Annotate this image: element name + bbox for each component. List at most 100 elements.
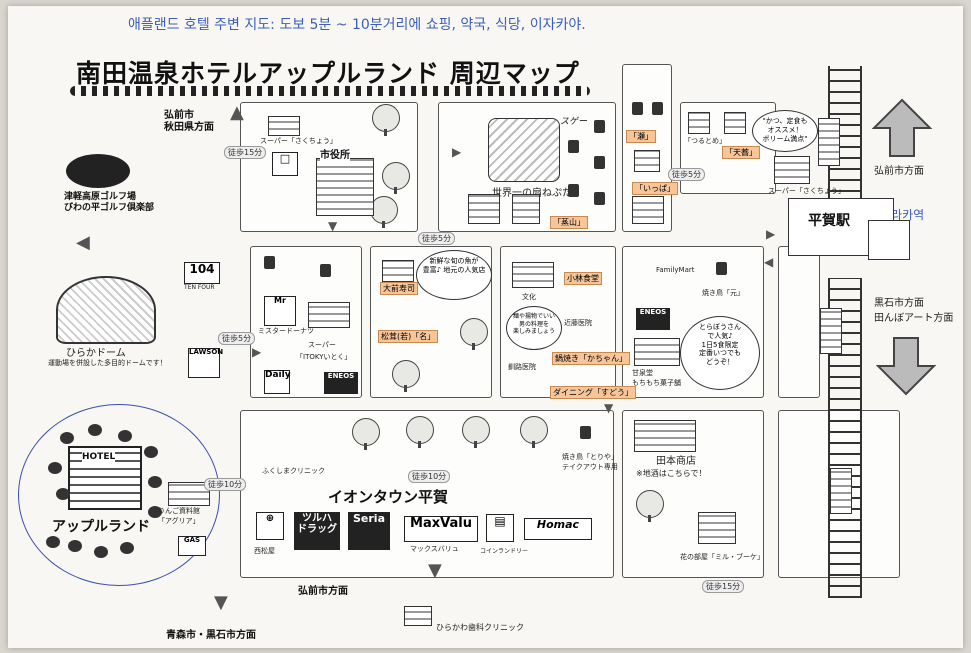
apple-land-circle: [18, 404, 220, 586]
shop-narrow2: [632, 196, 664, 224]
shop-narrow1: [634, 150, 660, 172]
kobayashi-building: [512, 262, 554, 288]
kenkan-label: 釧路医院: [508, 363, 536, 371]
arrow-up-hirosaki: [871, 98, 933, 158]
tenfour-label: TEN FOUR: [184, 284, 215, 291]
kono-label: 松茸(若)「名」: [378, 330, 439, 343]
yakitori-tori-label: 焼き鳥「とりや」 テイクアウト専用: [562, 453, 618, 471]
eneos-logo-1: ENEOS: [324, 372, 358, 394]
mister-donut-label: ミスタードーナツ: [258, 327, 314, 335]
station-side-house: [868, 220, 910, 260]
daily-logo: Daily: [264, 370, 291, 394]
walk-time-3: 徒歩5分: [668, 168, 706, 181]
yakitori-label: 焼き鳥「元」: [702, 289, 744, 297]
itokuya-label: 「ITOKYいとく」: [296, 353, 352, 361]
sushi-bubble: 新鮮な旬の魚が 豊富♪ 地元の人気店: [416, 250, 492, 300]
gas-station-logo: GAS: [178, 536, 206, 556]
nishimatsuya-logo: ⊕: [256, 512, 284, 540]
arrow-down-dining-icon: ▼: [604, 401, 614, 415]
hiraka-dome-label: ひらかドーム: [66, 348, 126, 359]
neputa-label: 世界一の扇ねぷた: [492, 184, 572, 199]
direction-kuroishi: 黒石市方面 田んぼアート方面: [874, 298, 954, 324]
hiraka-dome-icon: [56, 276, 156, 344]
familymart-label: FamilyMart: [656, 266, 695, 274]
map-sheet: 애플랜드 호텔 주변 지도: 도보 5분 ~ 10분거리에 쇼핑, 약국, 식당…: [8, 6, 963, 648]
bunka-label: 文化: [522, 293, 536, 301]
super2-building: [308, 302, 350, 328]
arrow-left-icon: ◀: [76, 232, 90, 253]
tenpura-label: 「天蕎」: [722, 146, 760, 159]
kinbo-label: 近藤医院: [564, 319, 592, 327]
walk-time-6: 徒歩10分: [204, 478, 247, 491]
direction-aomori-kuroishi: 青森市・黒石市方面: [166, 630, 256, 641]
direction-hirosaki-bottom: 弘前市方面: [298, 586, 348, 597]
super-kitacho-building: [268, 116, 300, 136]
nikomi-bubble: 麺や揚物でいい 男の料理を 楽しみましょう: [506, 306, 562, 350]
coin-laundry-label: コインランドリー: [480, 548, 529, 555]
train-car-mid: [820, 308, 842, 354]
kobayashi-label: 小林食堂: [564, 272, 602, 285]
homac-logo: Homac: [524, 518, 592, 540]
arrow-down-kuroishi: [875, 336, 937, 396]
hirakawa-clinic-label: ひらかわ歯科クリニック: [436, 623, 524, 632]
arrow-down-small-icon: ▼: [328, 219, 338, 233]
super-kitacho2-label: スーパー「さくちょう」: [768, 187, 845, 195]
super-kitacho2-building: [774, 156, 810, 184]
sushi-building: [382, 260, 414, 282]
arrow-down-clinic-icon: ▼: [428, 560, 442, 581]
city-hall-label: 市役所: [320, 146, 350, 161]
walk-time-1: 徒歩15分: [224, 146, 267, 159]
tsukumo-label: 鍋焼き「かちゃん」: [552, 352, 630, 365]
seria-logo: Seria: [348, 512, 390, 550]
map-title: 南田温泉ホテルアップルランド 周辺マップ: [76, 59, 580, 88]
title-dots: [70, 86, 590, 96]
apple-land-label: アップルランド: [52, 519, 150, 535]
moto-cafe-bubble: とらぼうさん で人気♪ 1日5食限定 定番いつでも どうぞ！: [680, 316, 760, 390]
arrow-right-station-icon: ▶: [766, 227, 776, 241]
ohtaniya-label: 大前寿司: [380, 282, 418, 295]
shop-building: [512, 194, 540, 224]
walk-time-2: 徒歩5分: [418, 232, 456, 245]
tenpura-building: [724, 112, 746, 134]
arrow-right-icon: ▶: [452, 145, 462, 159]
hirakagawa-label: 「蒸山」: [550, 216, 588, 229]
super2-label: スーパー: [308, 341, 336, 349]
mister-donut-logo: Mr: [264, 296, 296, 326]
tanomoto-sub: ※地酒はこちらで！: [636, 469, 707, 478]
aeon-label: イオンタウン平賀: [328, 488, 449, 506]
station-label: 平賀駅: [808, 213, 850, 229]
train-car-south: [830, 468, 852, 514]
restaurant-bubble: "かつ、定食もオススメ！ボリーム満点": [752, 110, 818, 152]
tsugaru-golf-label: 津軽高原ゴルフ場 びわの平ゴルフ倶楽部: [64, 192, 155, 213]
dining-label: ダイニング「すどう」: [550, 386, 636, 399]
walk-time-8: 徒歩15分: [702, 580, 745, 593]
train-car-north: [818, 118, 840, 166]
flower-shop-label: 花の部屋「ミル・ブーケ」: [680, 553, 764, 561]
arrow-up-icon: ▲: [230, 102, 244, 123]
coin-laundry-logo: ▤: [486, 514, 514, 542]
arrow-down-icon: ▼: [214, 592, 228, 613]
apple-museum-label: りんご資料館 「アグリア」: [158, 507, 200, 525]
direction-hirosaki-akita: 弘前市 秋田県方面: [164, 110, 214, 133]
block-east-upper: [778, 246, 820, 398]
maxvalu-logo: MaxValu: [404, 516, 478, 542]
eneos-logo-2: ENEOS: [636, 308, 670, 330]
tsuruya-building: [688, 112, 710, 134]
city-hall-building: [316, 158, 374, 216]
golf-course-icon: [66, 154, 130, 188]
apple-museum-building: [168, 482, 210, 506]
super-kitacho-label: スーパー「さくちょう」: [260, 137, 337, 145]
tenfour-logo: 104: [184, 262, 220, 284]
tanomoto-building: [634, 420, 696, 452]
lawson-logo: LAWSON: [188, 348, 223, 378]
neputa-sign: スゲー: [560, 117, 588, 127]
arrow-right-small-icon: ▶: [252, 345, 262, 359]
nishimatsuya-label: 西松屋: [254, 547, 275, 555]
direction-hirosaki-right: 弘前市方面: [874, 166, 924, 177]
post-office-building: [468, 194, 500, 224]
amaikan-label: 甘泉堂 もちもち菓子舗: [632, 369, 681, 387]
super-logo: □: [272, 152, 298, 176]
neputa-float-icon: [488, 118, 560, 182]
tsuruya-label: 「つるとめ」: [684, 137, 726, 145]
walk-time-4: 徒歩5分: [218, 332, 256, 345]
